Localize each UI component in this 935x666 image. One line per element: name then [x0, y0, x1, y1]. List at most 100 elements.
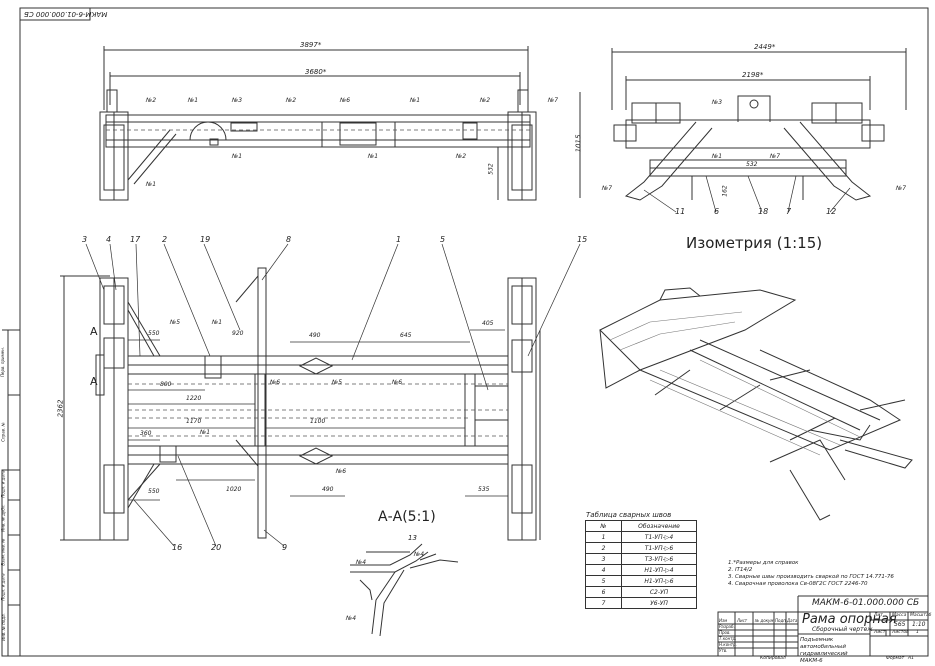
note-1: 1.*Размеры для справок	[728, 560, 799, 566]
tb-col-izm: Изм	[719, 618, 728, 623]
weld-mark-n7-d: №7	[896, 185, 907, 192]
dim-550-bot: 550	[148, 488, 160, 495]
plan-centerlines	[128, 383, 508, 437]
tb-role-ncontrol: Н.контр.	[719, 642, 737, 647]
weld-mark-n3-b: №3	[712, 99, 723, 106]
dim-645: 645	[400, 332, 412, 339]
weld-no: 7	[585, 597, 622, 609]
callout-3: 3	[82, 235, 88, 244]
callout-6: 6	[714, 207, 720, 216]
callout-9: 9	[282, 543, 288, 552]
dim-490-top: 490	[309, 332, 321, 339]
section-detail	[350, 543, 459, 637]
side-view	[579, 48, 907, 201]
title-block-sheets-count: 1	[916, 630, 919, 635]
weld-mark-n2-d: №2	[456, 153, 467, 160]
tb-copied: Копировал	[760, 656, 786, 661]
callout-11: 11	[675, 207, 686, 216]
weld-mark-n1-h: №1	[200, 429, 211, 436]
callout-2: 2	[162, 235, 168, 244]
dim-right-inner: 2198*	[742, 71, 764, 79]
weld-mark-n2-b: №2	[286, 97, 297, 104]
dim-top-side: 532	[487, 163, 495, 175]
weld-table-title: Таблица сварных швов	[586, 511, 672, 519]
weld-designation: Т3-УП-▷6	[621, 553, 697, 565]
weld-mark-n1-b: №1	[410, 97, 421, 104]
section-label-n4-b: №4	[414, 551, 425, 558]
weld-mark-n2-a: №2	[146, 97, 157, 104]
section-mark-a-upper: А	[90, 325, 98, 338]
callout-1: 1	[396, 235, 402, 244]
dim-right-overall: 2449*	[754, 43, 776, 51]
callout-15: 15	[577, 235, 588, 244]
weld-mark-n6-c: №6	[392, 379, 403, 386]
title-block-product: Подъемник автомобильный гидравлический М…	[800, 637, 848, 665]
dim-1020: 1020	[226, 486, 242, 493]
weld-designation: Т1-УП-▷4	[621, 531, 697, 543]
dim-405: 405	[482, 320, 494, 327]
callout-19: 19	[200, 235, 211, 244]
weld-mark-n5-a: №5	[170, 319, 181, 326]
title-block-sheet-label: Лист	[874, 630, 886, 635]
dim-top-overall: 3897*	[300, 41, 322, 49]
code-box	[19, 7, 91, 21]
dim-1100: 1100	[310, 418, 326, 425]
title-block-sheets-label: Листов	[892, 630, 909, 635]
front-view	[99, 46, 537, 201]
section-label-n4-a: №4	[356, 559, 367, 566]
strip-replace-inv: Взам. инв. №	[0, 538, 6, 566]
document-code-top: МАКМ-6-01.000.000 СБ	[24, 10, 108, 18]
weld-table-header-designation: Обозначение	[621, 520, 697, 532]
tb-format-label: Формат	[886, 656, 905, 661]
plan-view	[60, 267, 541, 541]
section-mark-a-lower: А	[90, 375, 98, 388]
weld-table-header-no: №	[585, 520, 622, 532]
tb-format: А1	[908, 656, 914, 661]
note-4: 4. Сварочная проволока Св-08Г2С ГОСТ 224…	[728, 581, 868, 587]
tb-col-sign: Подп.	[775, 618, 788, 623]
tb-role-developer: Разраб.	[719, 624, 735, 629]
weld-mark-n7-a: №7	[548, 97, 559, 104]
note-3: 3. Сварные швы производить сваркой по ГО…	[728, 574, 894, 580]
callout-5: 5	[440, 235, 446, 244]
plan-dimension-lines	[128, 329, 508, 501]
isometry-title: Изометрия (1:15)	[686, 234, 823, 252]
weld-designation: Т1-УП-▷6	[621, 542, 697, 554]
left-strip	[1, 329, 21, 657]
weld-no: 4	[585, 564, 622, 576]
weld-mark-n6-d: №6	[336, 468, 347, 475]
section-title: А-А(5:1)	[378, 509, 436, 525]
weld-table-header: № Обозначение	[585, 520, 697, 532]
dim-right-height: 1015	[574, 134, 583, 153]
title-block-scale-header: Масштаб	[910, 613, 932, 618]
weld-designation: У6-УП	[621, 597, 697, 609]
weld-no: 5	[585, 575, 622, 587]
weld-mark-n1-a: №1	[188, 97, 199, 104]
weld-mark-n1-g: №1	[212, 319, 223, 326]
section-label-n4-c: №4	[346, 615, 357, 622]
weld-mark-n7-b: №7	[770, 153, 781, 160]
strip-inv-orig: Инв. № подл.	[0, 613, 6, 641]
weld-mark-n3-a: №3	[232, 97, 243, 104]
weld-no: 6	[585, 586, 622, 598]
title-block-name: Рама опорная	[802, 612, 897, 627]
weld-mark-n6-b: №6	[270, 379, 281, 386]
weld-mark-n5-b: №5	[332, 379, 343, 386]
weld-mark-n1-c: №1	[232, 153, 243, 160]
dim-162: 162	[721, 185, 729, 197]
dim-550-top: 550	[148, 330, 160, 337]
title-block-letter-header: Лит.	[874, 613, 885, 618]
weld-mark-n1-f: №1	[712, 153, 723, 160]
callout-18: 18	[758, 207, 769, 216]
dim-800: 800	[160, 381, 172, 388]
section-label-13: 13	[408, 534, 417, 542]
isometric-view	[599, 287, 913, 521]
